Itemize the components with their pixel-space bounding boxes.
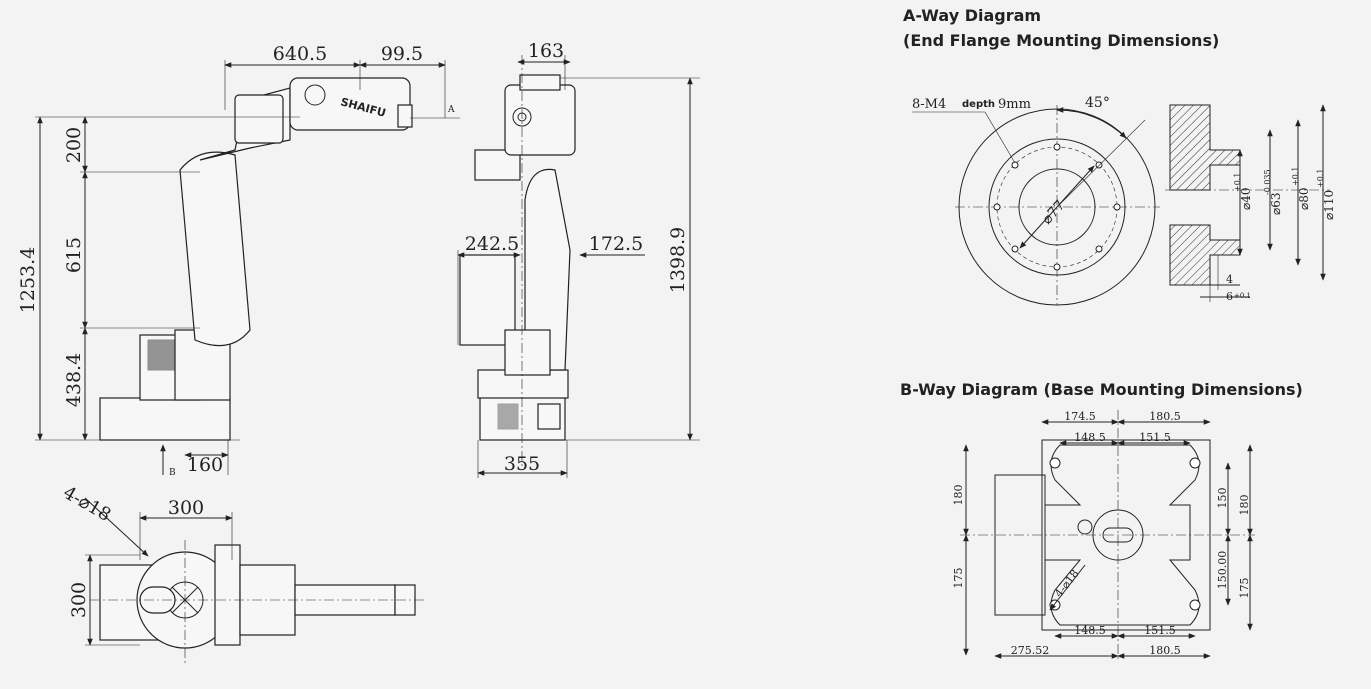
dim-615: 615: [63, 237, 85, 273]
label-a: A: [447, 105, 455, 115]
b-top-151-5: 151.5: [1139, 431, 1171, 444]
dim-6-tol: +0.1: [1234, 292, 1251, 300]
dim-99-5: 99.5: [381, 43, 423, 65]
dim-163: 163: [528, 40, 564, 62]
flange-section-view: ⌀40 +0.1 ⌀63 -0.035 ⌀80 +0.1 ⌀110 +0.1 4…: [1165, 104, 1336, 303]
dim-200: 200: [63, 127, 85, 163]
b-bot-151-5: 151.5: [1144, 624, 1176, 637]
b-right-175: 175: [1238, 578, 1251, 599]
b-way-diagram: B-Way Diagram (Base Mounting Dimensions)…: [900, 380, 1303, 660]
dim-110: ⌀110: [1322, 190, 1336, 220]
depth-label: depth: [962, 99, 995, 110]
dim-640-5: 640.5: [273, 43, 327, 65]
dim-438-4: 438.4: [63, 353, 85, 407]
depth-value: 9mm: [998, 97, 1031, 112]
b-top-180-5: 180.5: [1149, 410, 1181, 423]
label-b: B: [169, 468, 176, 478]
dim-4: 4: [1226, 273, 1233, 286]
dim-63: ⌀63: [1269, 193, 1283, 216]
top-holes-label: 4-⌀18: [60, 482, 115, 526]
dim-300-width: 300: [168, 497, 204, 519]
b-holes-label: 4-⌀18: [1052, 567, 1082, 600]
b-top-174-5: 174.5: [1064, 410, 1096, 423]
b-bot-148-5: 148.5: [1074, 624, 1106, 637]
a-way-title-line2: (End Flange Mounting Dimensions): [903, 31, 1219, 50]
b-left-180: 180: [952, 485, 965, 506]
b-right-150: 150: [1216, 488, 1229, 509]
dim-1398-9: 1398.9: [667, 227, 689, 293]
b-left-175: 175: [952, 568, 965, 589]
dim-110-tol: +0.1: [1316, 169, 1325, 188]
dim-300-height: 300: [68, 582, 90, 618]
robot-top-outline: [99, 544, 416, 649]
dim-172-5: 172.5: [589, 233, 643, 255]
flange-circle-view: ⌀77 45° 8-M4 depth 9mm: [912, 95, 1160, 306]
dim-40-tol: +0.1: [1233, 173, 1242, 192]
robot-side-outline: SHAIFU: [99, 77, 413, 441]
dim-40: ⌀40: [1239, 188, 1253, 211]
b-bot-275-52: 275.52: [1011, 644, 1050, 657]
dim-1253-4: 1253.4: [17, 247, 39, 313]
dim-242-5: 242.5: [465, 233, 519, 255]
top-view: 300 300 4-⌀18: [60, 482, 425, 665]
b-top-148-5: 148.5: [1074, 431, 1106, 444]
base-plate-view: [960, 410, 1255, 660]
b-way-title: B-Way Diagram (Base Mounting Dimensions): [900, 380, 1303, 399]
dim-80-tol: +0.1: [1291, 167, 1300, 186]
a-way-title-line1: A-Way Diagram: [903, 6, 1041, 25]
b-right-180: 180: [1238, 495, 1251, 516]
flange-inner-dia: ⌀77: [1039, 197, 1068, 227]
dim-63-tol: -0.035: [1263, 169, 1272, 195]
dim-80: ⌀80: [1297, 188, 1311, 211]
dim-6: 6: [1226, 290, 1233, 303]
angle-45: 45°: [1085, 95, 1110, 111]
b-right-150-00: 150.00: [1216, 551, 1229, 590]
dim-355: 355: [504, 453, 540, 475]
a-way-diagram: A-Way Diagram (End Flange Mounting Dimen…: [903, 6, 1336, 306]
front-view: 163 242.5 172.5 1398.9 355: [457, 40, 700, 478]
b-bot-180-5: 180.5: [1149, 644, 1181, 657]
side-view: SHAIFU 640.5 99.5 A 200 615 438.4 1253.4…: [17, 43, 460, 478]
robot-front-outline: [459, 74, 576, 441]
dim-160: 160: [187, 454, 223, 476]
holes-8-m4: 8-M4: [912, 97, 946, 112]
